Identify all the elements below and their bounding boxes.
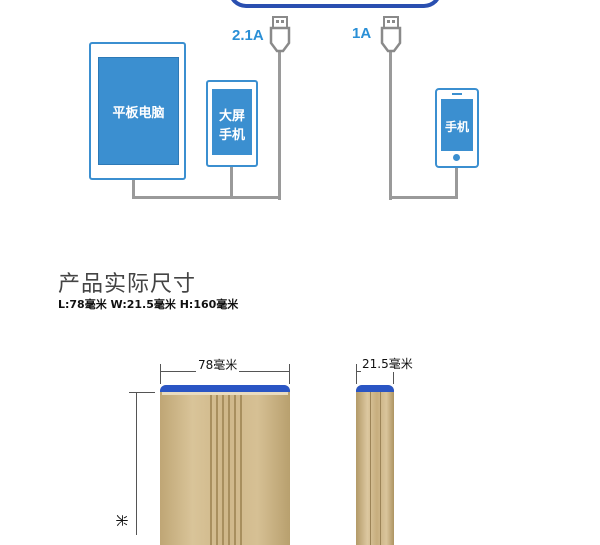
wire-left-horizontal xyxy=(132,196,281,199)
tablet-label: 平板电脑 xyxy=(112,106,165,121)
wire-bigphone-drop xyxy=(230,164,233,199)
depth-dimension-tick-right xyxy=(393,364,394,384)
wire-phone-drop xyxy=(455,164,458,199)
height-dimension-tick-top xyxy=(129,392,155,393)
wire-left-vertical xyxy=(278,52,281,200)
phone-speaker xyxy=(452,93,462,95)
usb-plug-icon xyxy=(380,16,402,53)
phone-device: 手机 xyxy=(435,88,479,168)
power-bank-side xyxy=(356,385,394,545)
dimensions-text: L:78毫米 W:21.5毫米 H:160毫米 xyxy=(58,298,239,311)
power-bank-side-top-band xyxy=(356,385,394,392)
section-title: 产品实际尺寸 xyxy=(58,272,197,297)
power-bank-front-groove xyxy=(234,395,236,545)
power-bank-top-outline xyxy=(228,0,442,8)
tablet-screen: 平板电脑 xyxy=(98,57,179,165)
width-dimension-tick-left xyxy=(160,364,161,384)
large-phone-device: 大屏 手机 xyxy=(206,80,258,167)
height-label: 米 xyxy=(114,514,129,527)
power-bank-front-groove xyxy=(228,395,230,545)
phone-home-button xyxy=(453,154,460,161)
wire-tablet-drop xyxy=(132,180,135,199)
depth-label: 21.5毫米 xyxy=(361,355,414,372)
tablet-device: 平板电脑 xyxy=(89,42,186,180)
large-phone-screen: 大屏 手机 xyxy=(212,89,252,155)
wire-right-horizontal xyxy=(389,196,458,199)
phone-label: 手机 xyxy=(444,120,469,134)
large-phone-label-line1: 大屏 xyxy=(218,109,245,124)
power-bank-front xyxy=(160,385,290,545)
power-bank-front-top-rim xyxy=(162,392,288,395)
depth-dimension-tick-left xyxy=(356,364,357,384)
power-bank-front-groove xyxy=(222,395,224,545)
power-bank-front-groove xyxy=(216,395,218,545)
large-phone-label-line2: 手机 xyxy=(218,128,245,143)
width-label: 78毫米 xyxy=(196,356,240,373)
power-bank-front-top-band xyxy=(160,385,290,392)
power-bank-side-groove xyxy=(370,392,371,545)
port2-current-label: 1A xyxy=(352,25,372,42)
power-bank-front-groove xyxy=(210,395,212,545)
power-bank-front-groove xyxy=(240,395,242,545)
wire-right-vertical xyxy=(389,52,392,200)
height-dimension-line xyxy=(136,392,137,535)
usb-plug-icon xyxy=(269,16,291,53)
port1-current-label: 2.1A xyxy=(232,27,264,44)
width-dimension-tick-right xyxy=(289,364,290,384)
power-bank-side-groove xyxy=(380,392,381,545)
phone-screen: 手机 xyxy=(441,99,473,151)
